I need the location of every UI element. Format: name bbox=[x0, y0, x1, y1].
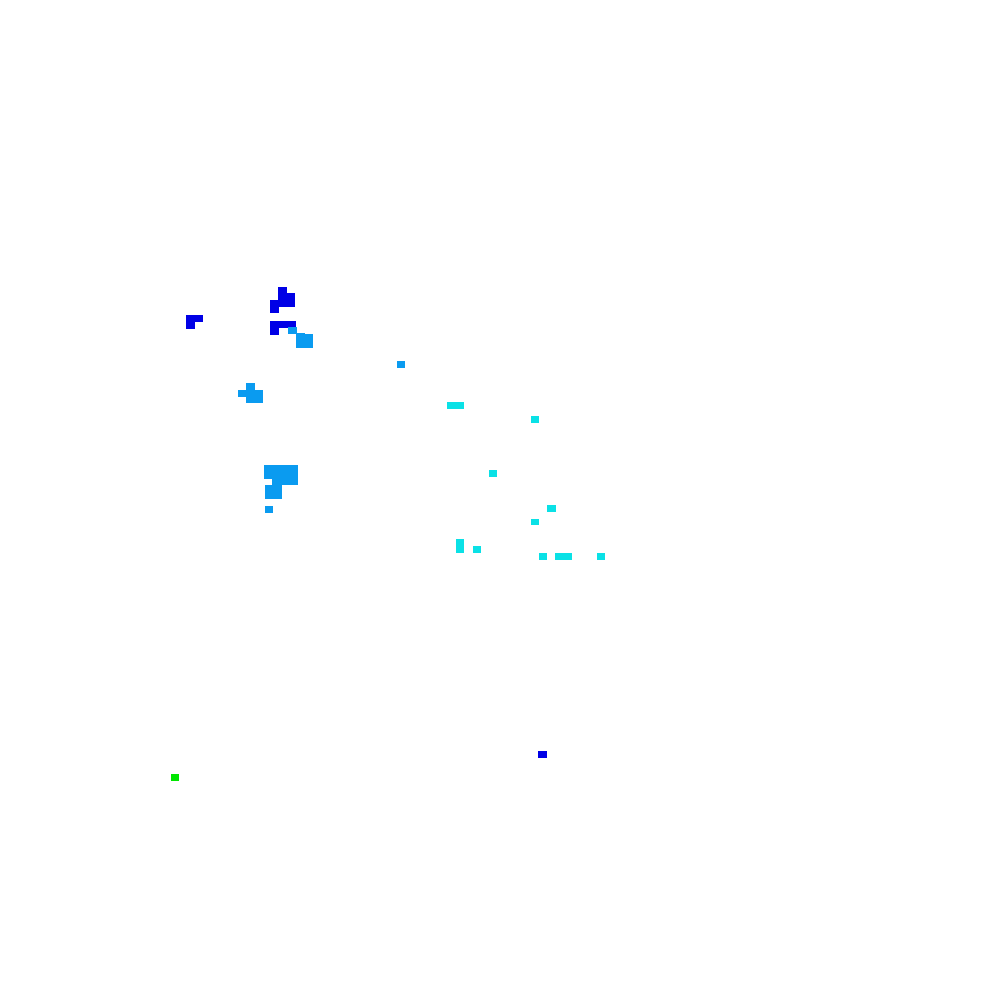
dark-blue-blob-top bbox=[270, 287, 295, 313]
medium-blue-large-blob-pixel-1 bbox=[272, 478, 298, 485]
cyan-scatter-pixel-8 bbox=[555, 553, 572, 560]
dark-blue-blob-top-pixel-0 bbox=[278, 287, 287, 295]
medium-blue-large-blob-pixel-2 bbox=[265, 485, 282, 499]
cyan-scatter-pixel-9 bbox=[597, 553, 605, 560]
cyan-scatter-pixel-7 bbox=[539, 553, 547, 560]
green-dot-pixel-0 bbox=[171, 774, 179, 781]
medium-blue-cross bbox=[238, 383, 263, 403]
dark-blue-hook-left-pixel-1 bbox=[186, 315, 195, 329]
cyan-scatter-pixel-0 bbox=[447, 402, 464, 409]
cyan-scatter-pixel-4 bbox=[531, 519, 539, 525]
cyan-scatter-pixel-6 bbox=[473, 546, 481, 553]
dark-blue-bar-pixel-0 bbox=[270, 321, 296, 328]
medium-blue-dot bbox=[397, 361, 405, 368]
cyan-scatter-pixel-1 bbox=[531, 416, 539, 423]
dark-blue-blob-top-pixel-2 bbox=[270, 300, 279, 313]
medium-blue-large-blob bbox=[264, 465, 298, 513]
medium-blue-large-blob-pixel-0 bbox=[264, 465, 298, 479]
dark-blue-blob-top-pixel-1 bbox=[278, 293, 295, 307]
dark-blue-bar bbox=[270, 321, 296, 335]
medium-blue-dot-pixel-0 bbox=[397, 361, 405, 368]
medium-blue-large-blob-pixel-3 bbox=[265, 506, 273, 513]
dark-blue-bar-pixel-1 bbox=[270, 327, 279, 335]
cyan-scatter-pixel-3 bbox=[547, 505, 556, 512]
dark-blue-hook-left bbox=[186, 315, 203, 329]
dark-blue-dot-bottom bbox=[538, 751, 547, 758]
cyan-scatter-pixel-2 bbox=[489, 470, 497, 477]
cyan-scatter bbox=[447, 402, 605, 560]
medium-blue-arrow-pixel-0 bbox=[288, 327, 297, 334]
cyan-scatter-pixel-5 bbox=[456, 539, 464, 553]
medium-blue-arrow-pixel-2 bbox=[296, 334, 313, 348]
medium-blue-arrow bbox=[288, 327, 313, 348]
medium-blue-cross-pixel-0 bbox=[246, 383, 255, 391]
dark-blue-dot-bottom-pixel-0 bbox=[538, 751, 547, 758]
medium-blue-cross-pixel-2 bbox=[246, 390, 263, 403]
green-dot bbox=[171, 774, 179, 781]
